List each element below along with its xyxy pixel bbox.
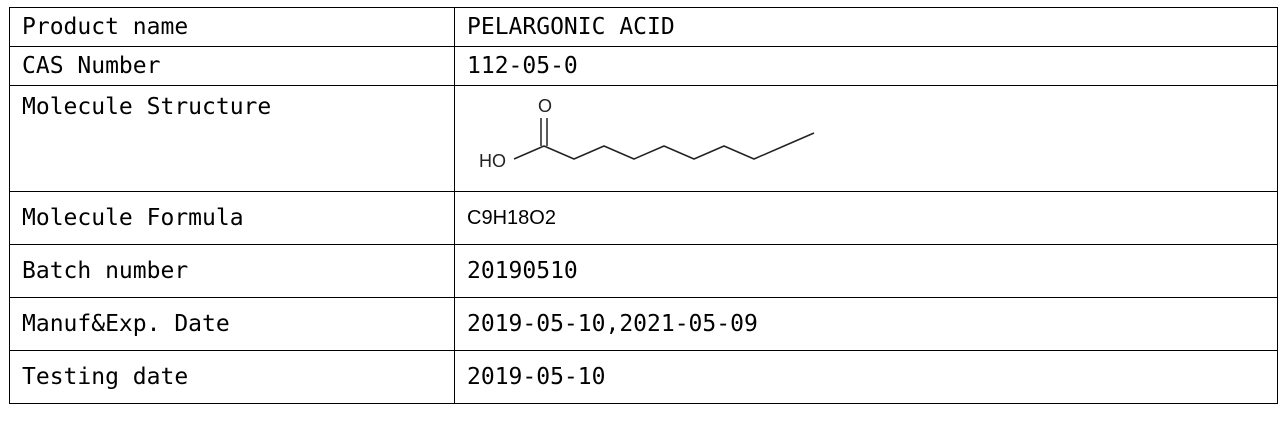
value-batch-number: 20190510 [454, 244, 1278, 298]
row-molecule-structure: Molecule Structure O HO [9, 85, 1278, 192]
structure-oxygen-label: O [538, 96, 552, 116]
value-cas-number: 112-05-0 [454, 46, 1278, 86]
label-cas-number: CAS Number [9, 46, 455, 86]
row-cas-number: CAS Number 112-05-0 [9, 46, 1278, 86]
value-product-name: PELARGONIC ACID [454, 7, 1278, 47]
label-testing-date: Testing date [9, 350, 455, 404]
value-manuf-exp-date: 2019-05-10,2021-05-09 [454, 297, 1278, 351]
row-product-name: Product name PELARGONIC ACID [9, 7, 1278, 47]
row-testing-date: Testing date 2019-05-10 [9, 350, 1278, 404]
row-batch-number: Batch number 20190510 [9, 244, 1278, 298]
structure-hydroxyl-label: HO [479, 151, 506, 171]
structure-carbon-chain [513, 132, 815, 160]
label-batch-number: Batch number [9, 244, 455, 298]
row-manuf-exp-date: Manuf&Exp. Date 2019-05-10,2021-05-09 [9, 297, 1278, 351]
label-molecule-formula: Molecule Formula [9, 191, 455, 245]
row-molecule-formula: Molecule Formula C9H18O2 [9, 191, 1278, 245]
label-manuf-exp-date: Manuf&Exp. Date [9, 297, 455, 351]
value-molecule-structure: O HO [454, 85, 1278, 192]
molecule-structure-diagram: O HO [479, 96, 815, 171]
value-molecule-formula: C9H18O2 [454, 191, 1278, 245]
label-molecule-structure: Molecule Structure [9, 85, 455, 192]
product-spec-table: Product name PELARGONIC ACID CAS Number … [9, 7, 1278, 404]
value-testing-date: 2019-05-10 [454, 350, 1278, 404]
label-product-name: Product name [9, 7, 455, 47]
